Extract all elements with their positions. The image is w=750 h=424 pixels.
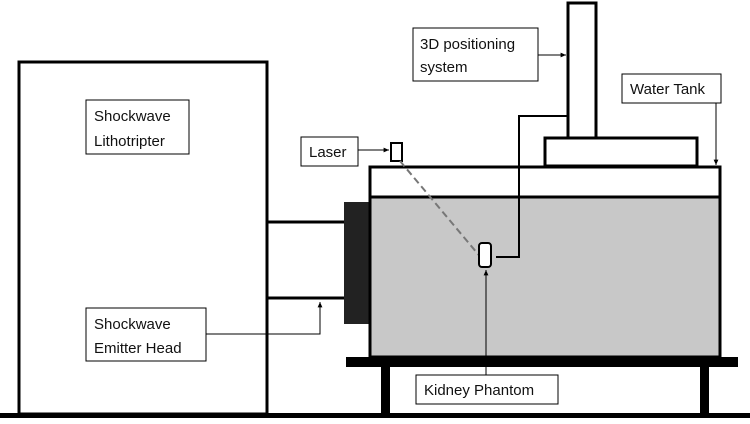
label-lithotripter-line2: Lithotripter	[94, 133, 165, 150]
label-water-tank: Water Tank	[630, 81, 706, 98]
kidney-phantom-target	[478, 242, 492, 268]
label-positioning-line2: system	[420, 59, 468, 76]
positioning-arm	[496, 115, 568, 258]
label-box-water-tank	[621, 73, 722, 104]
label-box-laser	[300, 136, 359, 167]
laser-device	[390, 142, 403, 162]
emitter-label-arrow	[206, 302, 323, 335]
label-emitter-line1: Shockwave	[94, 316, 171, 333]
emitter-face	[344, 202, 370, 324]
label-kidney-phantom: Kidney Phantom	[424, 382, 534, 399]
label-emitter-line2: Emitter Head	[94, 340, 182, 357]
positioning-column	[566, 1, 598, 140]
table-leg-left	[381, 367, 390, 415]
label-box-lithotripter	[85, 99, 190, 155]
label-positioning-line1: 3D positioning	[420, 36, 515, 53]
water-tank-lid	[368, 165, 722, 199]
ground-line	[0, 413, 750, 418]
laser-beam	[399, 160, 489, 267]
label-lithotripter-line1: Shockwave	[94, 108, 171, 125]
table-leg-right	[700, 367, 709, 415]
label-box-kidney-phantom	[415, 374, 559, 405]
table-top	[346, 357, 738, 367]
label-laser: Laser	[309, 144, 347, 161]
water-tank-body	[368, 195, 722, 359]
positioning-base	[543, 136, 699, 168]
label-box-emitter	[85, 307, 207, 362]
